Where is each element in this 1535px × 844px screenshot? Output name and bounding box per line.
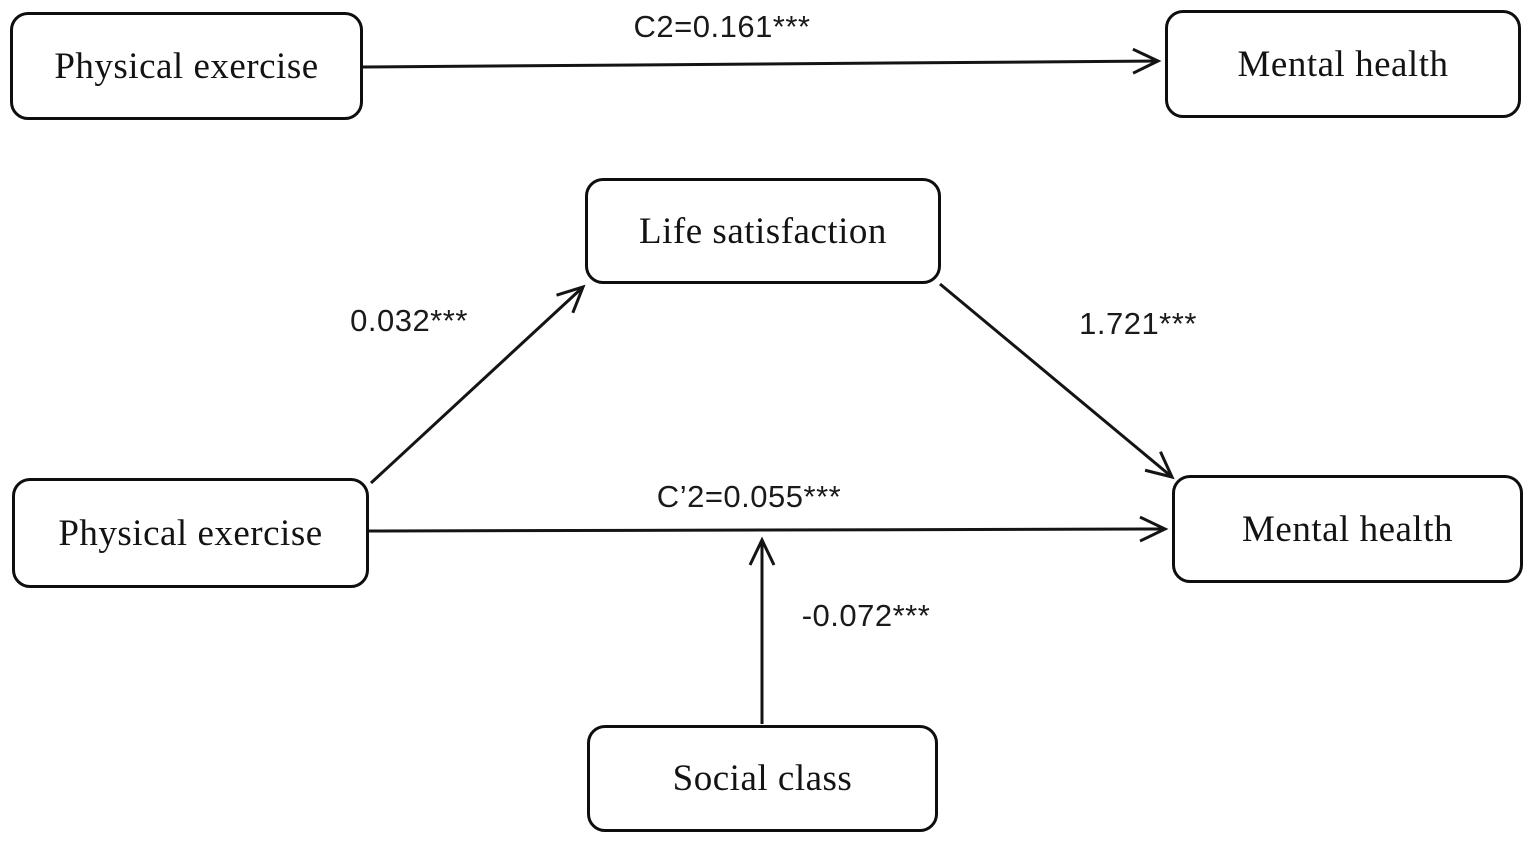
node-label: Social class — [672, 758, 853, 799]
arrow-a-path — [369, 284, 586, 485]
node-social-class: Social class — [587, 725, 938, 832]
node-mental-health-top: Mental health — [1165, 10, 1521, 118]
node-mental-health-mid: Mental health — [1172, 475, 1523, 583]
arrow-b-path — [939, 282, 1175, 480]
edge-label-direct-effect: C’2=0.055*** — [656, 479, 842, 514]
edge-label-b-path: 1.721*** — [1079, 306, 1197, 341]
arrow-direct-effect — [368, 515, 1169, 543]
node-label: Physical exercise — [58, 512, 323, 554]
arrow-total-effect — [362, 47, 1162, 75]
node-label: Mental health — [1237, 43, 1449, 85]
node-label: Physical exercise — [54, 45, 319, 87]
edge-label-moderation: -0.072*** — [801, 598, 931, 633]
edge-label-a-path: 0.032*** — [350, 303, 468, 338]
node-physical-exercise-mid: Physical exercise — [12, 478, 369, 588]
node-label: Life satisfaction — [639, 210, 887, 252]
edge-label-total-effect: C2=0.161*** — [633, 9, 811, 44]
node-life-satisfaction: Life satisfaction — [585, 178, 941, 284]
node-physical-exercise-top: Physical exercise — [10, 12, 363, 120]
node-label: Mental health — [1242, 508, 1453, 550]
